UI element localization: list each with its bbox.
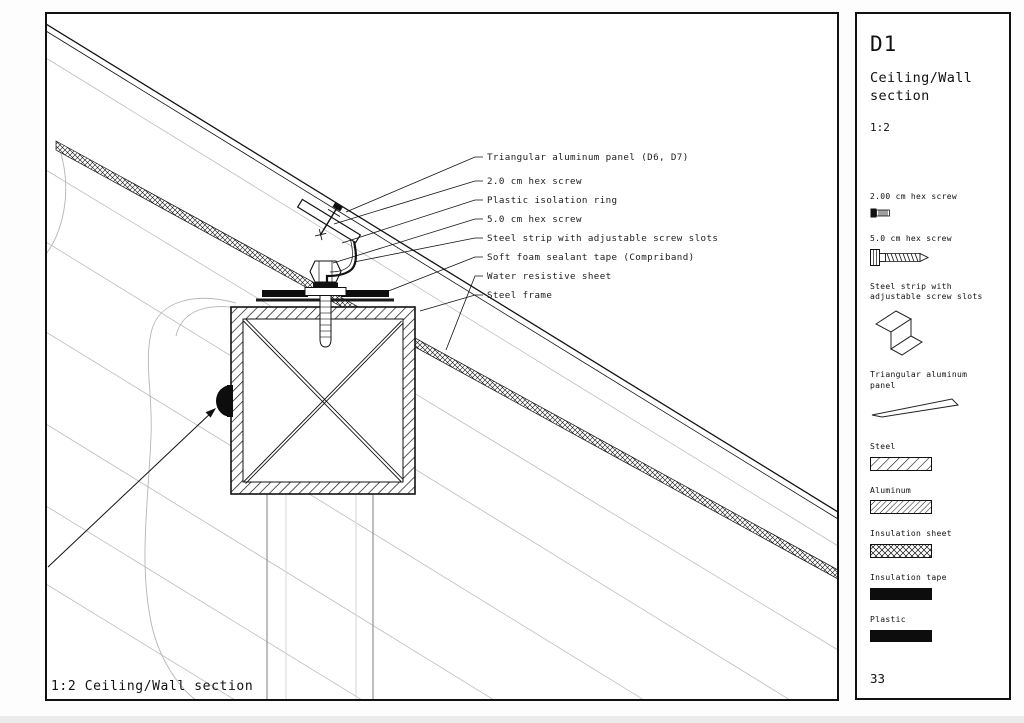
legend-panel: D1 Ceiling/Wall section 1:2 2.00 cm hex … <box>855 12 1011 700</box>
page-number: 33 <box>870 671 886 686</box>
legend-label: Steel <box>870 441 896 451</box>
legend-list: 2.00 cm hex screw 5.0 cm hex screw <box>870 192 997 657</box>
steel-hatch-swatch <box>870 456 932 471</box>
annotation-triangular-panel: Triangular aluminum panel (D6, D7) <box>487 152 689 163</box>
steel-strip-icon <box>875 310 923 356</box>
legend-label: 5.0 cm hex screw <box>870 233 952 243</box>
legend-label: Insulation sheet <box>870 529 952 539</box>
hex-screw-small-icon <box>870 208 890 218</box>
washer-flange <box>304 287 347 296</box>
panel-screw <box>319 205 340 236</box>
annotation-sealant-tape: Soft foam sealant tape (Compriband) <box>487 252 695 263</box>
insulation-strip <box>55 140 837 579</box>
drawing-caption: 1:2 Ceiling/Wall section <box>51 679 254 694</box>
solid-black-swatch <box>870 629 932 642</box>
drawing-frame-border <box>45 12 839 701</box>
legend-label: 2.00 cm hex screw <box>870 192 957 202</box>
plastic-piece <box>216 385 233 417</box>
annotation-2cm-hex-screw: 2.0 cm hex screw <box>487 176 582 187</box>
legend-item-steel: Steel <box>870 442 997 471</box>
legend-label: Plastic <box>870 615 906 625</box>
legend-item-hex-screw-5cm: 5.0 cm hex screw <box>870 234 997 267</box>
legend-item-insulation-sheet: Insulation sheet <box>870 529 997 559</box>
legend-item-insulation-tape: Insulation tape <box>870 573 997 601</box>
detail-code: D1 <box>870 32 898 56</box>
pointer-arrow <box>47 408 216 568</box>
cross-bracing <box>243 318 404 484</box>
legend-item-hex-screw-2cm: 2.00 cm hex screw <box>870 192 997 219</box>
annotation-steel-strip: Steel strip with adjustable screw slots <box>487 233 718 244</box>
detail-scale: 1:2 <box>870 121 890 135</box>
annotation-water-sheet: Water resistive sheet <box>487 271 612 282</box>
legend-item-steel-strip: Steel strip with adjustable screw slots <box>870 282 997 358</box>
insulation-crosshatch-swatch <box>870 544 932 559</box>
legend-item-triangular-panel: Triangular aluminum panel <box>870 370 997 420</box>
legend-item-plastic: Plastic <box>870 615 997 642</box>
leader-lines <box>332 156 483 351</box>
aluminum-hatch-swatch <box>870 500 932 515</box>
bottom-strip <box>0 716 1024 723</box>
steel-strip-bracket <box>325 235 357 288</box>
plastic-isolation-ring <box>313 282 338 288</box>
legend-label: Steel strip with adjustable screw slots <box>870 281 983 302</box>
screw-shaft <box>319 295 332 348</box>
legend-item-aluminum: Aluminum <box>870 486 997 515</box>
annotations: Triangular aluminum panel (D6, D7) 2.0 c… <box>487 152 718 301</box>
background-construction-lines <box>47 58 837 699</box>
legend-label: Triangular aluminum panel <box>870 370 968 391</box>
roof-plane-lines <box>47 23 837 519</box>
legend-label: Insulation tape <box>870 573 947 583</box>
legend-label: Aluminum <box>870 485 911 495</box>
annotation-steel-frame: Steel frame <box>487 290 552 301</box>
solid-black-swatch <box>870 588 932 601</box>
annotation-5cm-hex-screw: 5.0 cm hex screw <box>487 214 582 225</box>
triangular-panel-icon <box>871 398 960 418</box>
annotation-plastic-ring: Plastic isolation ring <box>487 195 618 206</box>
detail-title: Ceiling/Wall section <box>870 70 973 104</box>
wall-column <box>266 494 374 699</box>
hex-screw-large-icon <box>870 248 930 266</box>
triangular-aluminum-panel <box>296 198 362 244</box>
